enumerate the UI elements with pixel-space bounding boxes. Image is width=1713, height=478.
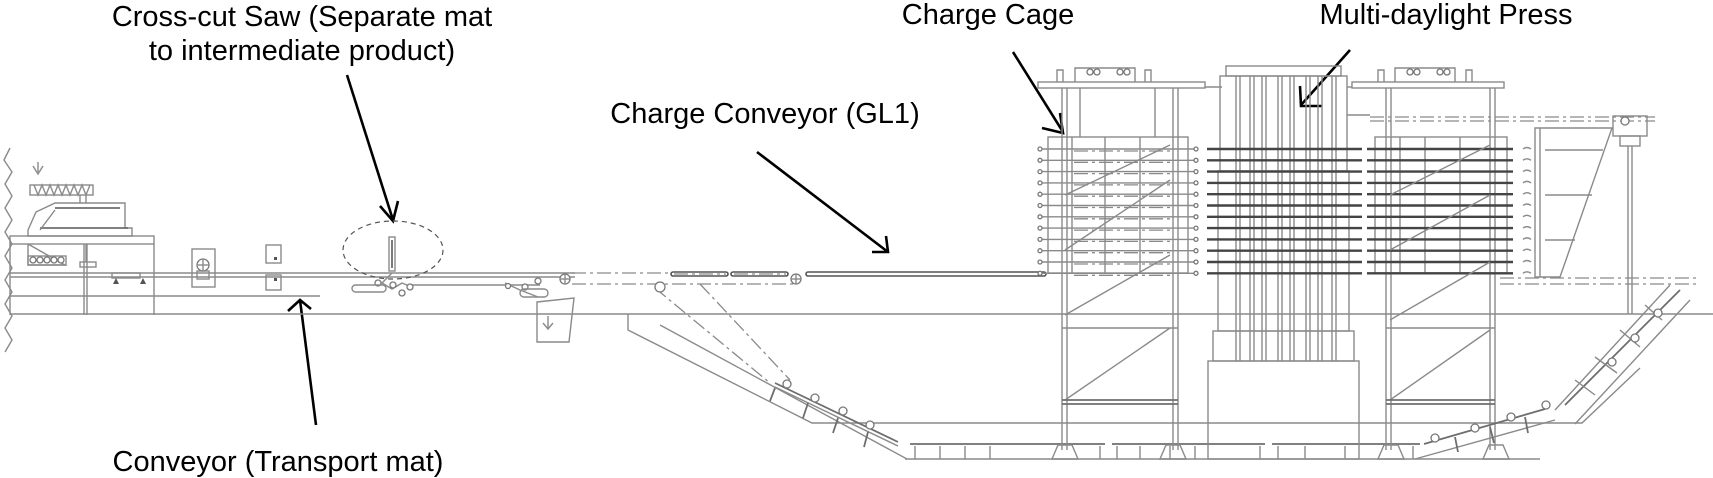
label-multi-daylight-press: Multi-daylight Press bbox=[1319, 0, 1572, 31]
cage-roller bbox=[1193, 248, 1199, 254]
cage-roller bbox=[1037, 191, 1043, 197]
stacker-finger bbox=[1522, 237, 1532, 240]
cage-roller bbox=[1037, 225, 1043, 231]
board-stacker bbox=[1500, 115, 1700, 314]
stacker-finger bbox=[1522, 192, 1532, 195]
arrow-multi-daylight-press bbox=[1298, 49, 1351, 108]
cage-roller bbox=[1193, 202, 1199, 209]
stacker-finger bbox=[1522, 203, 1532, 207]
cage-roller bbox=[1193, 259, 1199, 265]
inclined-conveyor-left bbox=[659, 324, 908, 460]
cage-roller bbox=[1037, 270, 1043, 276]
stacker-finger bbox=[1522, 158, 1532, 161]
conveyor-transport-mat bbox=[10, 272, 1713, 315]
discharge-cage bbox=[1347, 67, 1655, 460]
label-cross-cut-saw-line2: to intermediate product) bbox=[149, 35, 455, 67]
multi-daylight-press bbox=[1207, 65, 1362, 460]
base-frame-left bbox=[627, 314, 1641, 424]
inclined-conveyor-right bbox=[1414, 284, 1691, 460]
sensor-device bbox=[265, 244, 282, 291]
stacker-finger bbox=[1522, 271, 1532, 274]
stacker-finger bbox=[1522, 146, 1532, 150]
cage-roller bbox=[1037, 202, 1043, 209]
stacker-finger bbox=[1522, 259, 1532, 263]
cage-roller bbox=[1037, 180, 1043, 186]
cage-roller bbox=[1037, 146, 1043, 152]
cage-roller bbox=[1193, 225, 1199, 231]
cage-roller bbox=[1193, 236, 1199, 243]
arrow-charge-cage bbox=[1011, 51, 1065, 135]
arrow-conveyor bbox=[287, 298, 318, 426]
stacker-finger bbox=[1522, 225, 1532, 229]
dash-dot-path bbox=[572, 272, 795, 384]
cage-roller bbox=[1037, 236, 1043, 243]
cage-roller bbox=[1037, 248, 1043, 254]
inspection-device bbox=[191, 248, 216, 288]
stacker-finger bbox=[1522, 214, 1532, 218]
return-conveyor bbox=[905, 443, 1540, 460]
label-conveyor: Conveyor (Transport mat) bbox=[113, 446, 444, 478]
cage-roller bbox=[1037, 168, 1043, 175]
cage-roller bbox=[1193, 180, 1199, 186]
reject-chute bbox=[536, 297, 575, 343]
arrow-cross-cut-saw bbox=[345, 74, 400, 224]
cage-roller bbox=[1037, 214, 1043, 220]
stacker-finger bbox=[1522, 248, 1532, 252]
charge-conveyor-gl1 bbox=[670, 271, 1047, 285]
cage-roller bbox=[1193, 214, 1199, 220]
stacker-finger bbox=[1522, 169, 1532, 173]
cage-roller bbox=[1193, 146, 1199, 152]
cross-cut-saw bbox=[342, 220, 444, 297]
break-line bbox=[3, 147, 13, 353]
label-charge-conveyor: Charge Conveyor (GL1) bbox=[610, 98, 919, 130]
stacker-finger bbox=[1522, 180, 1532, 184]
label-cross-cut-saw-line1: Cross-cut Saw (Separate mat bbox=[112, 1, 492, 33]
cage-roller bbox=[1037, 157, 1043, 163]
label-charge-cage: Charge Cage bbox=[902, 0, 1075, 31]
arrow-charge-conveyor bbox=[756, 150, 890, 254]
charge-cage bbox=[1037, 67, 1222, 460]
forming-station bbox=[9, 162, 155, 315]
cage-roller bbox=[1193, 157, 1199, 163]
cage-roller bbox=[1037, 259, 1043, 265]
transfer-rollers bbox=[504, 273, 571, 298]
cage-roller bbox=[1193, 168, 1199, 175]
cage-roller bbox=[1193, 270, 1199, 276]
cage-roller bbox=[1193, 191, 1199, 197]
